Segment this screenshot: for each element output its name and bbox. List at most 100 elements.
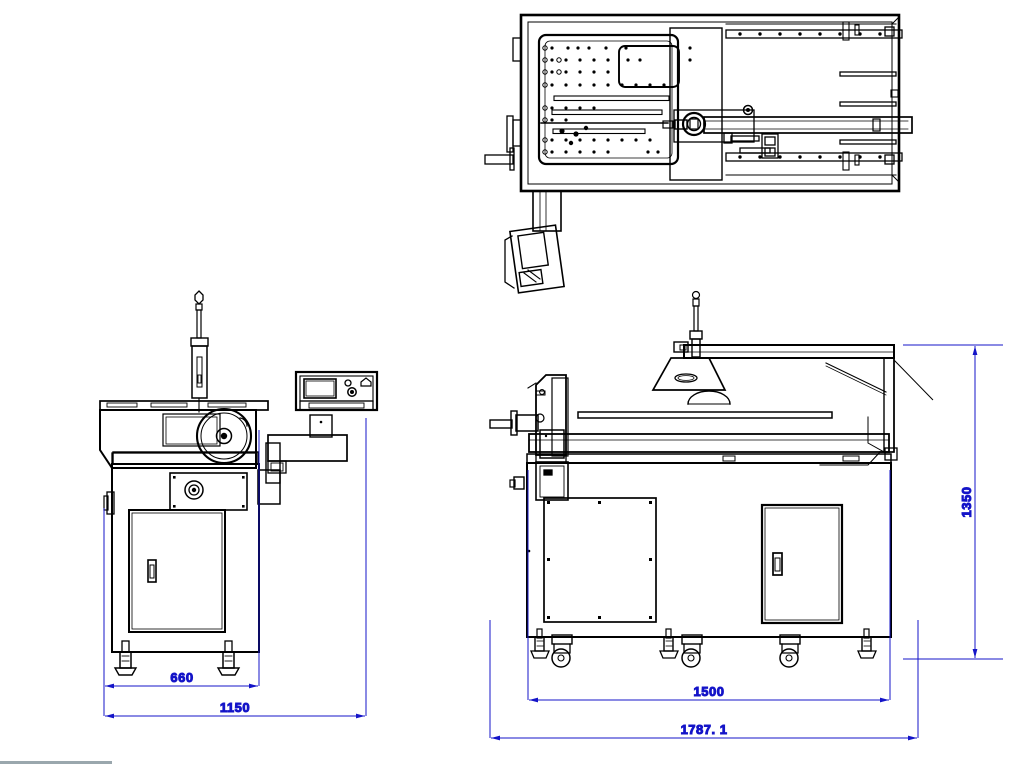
- cabinet-door-lock[interactable]: [149, 564, 155, 579]
- plan-outer-frame: [519, 13, 901, 193]
- dim-1150-text: 1150: [220, 700, 250, 715]
- spindle-outer: [681, 111, 707, 137]
- motor-flange-outer: [184, 480, 204, 500]
- pendant-screen: [517, 231, 550, 270]
- rotary-hub: [215, 427, 233, 445]
- gantry-beam-endcap: [673, 341, 689, 353]
- right-rail-bottom: [725, 152, 903, 162]
- spindle-key: [689, 118, 699, 130]
- rotary-center: [220, 432, 228, 440]
- cabinet-door-inner: [131, 512, 223, 630]
- cabinet-door[interactable]: [128, 509, 226, 633]
- right-rail-top: [725, 29, 903, 39]
- dim-1500-text: 1500: [694, 684, 725, 699]
- body-inner-brace: [867, 416, 885, 453]
- carriage-indicator: [543, 469, 553, 476]
- hmi-lower-slot: [308, 402, 365, 409]
- table-mount-bolts: [542, 45, 562, 155]
- body-diagonal-a: [825, 362, 887, 393]
- right-post-d: [854, 154, 860, 166]
- work-table-outline: [537, 33, 680, 166]
- service-access-panel[interactable]: [543, 497, 657, 623]
- rail-carrier-1: [722, 455, 736, 462]
- plan-carriage-plate: [673, 109, 755, 143]
- actuator-port-1: [764, 136, 776, 146]
- pendant-arm-line: [539, 190, 547, 232]
- tower-label: [197, 374, 202, 384]
- spindle-block: [662, 120, 674, 129]
- right-post-c: [854, 24, 860, 36]
- right-post-b: [842, 151, 850, 171]
- carriage-flange: [510, 410, 518, 436]
- electrical-cabinet-door-inner: [764, 507, 840, 621]
- front-signal-tower: [190, 290, 209, 413]
- actuator-mount: [723, 132, 733, 144]
- carriage-side-lug-inner: [509, 479, 516, 488]
- hmi-control-panel[interactable]: [294, 370, 379, 412]
- plan-left-tab-top: [512, 37, 522, 62]
- control-pendant: [504, 190, 565, 294]
- actuator-link: [739, 147, 771, 154]
- upper-housing-panel-inner: [165, 416, 218, 445]
- right-lug-b: [884, 26, 895, 37]
- cabinet-door-handle[interactable]: [147, 559, 157, 583]
- actuator-rod: [730, 135, 760, 142]
- hmi-estop-center: [350, 390, 354, 394]
- electrical-cabinet-door[interactable]: [760, 503, 844, 625]
- plan-pivot-hole: [742, 104, 754, 116]
- hmi-estop[interactable]: [347, 387, 357, 397]
- upper-table-edge: [577, 411, 833, 419]
- hmi-arm-joint-inner: [270, 462, 284, 472]
- carriage-shaft: [489, 419, 513, 429]
- hmi-selector[interactable]: [360, 377, 372, 387]
- side-view: [489, 290, 898, 668]
- table-rail-1: [553, 95, 670, 102]
- body-corner-block: [884, 447, 898, 461]
- carriage-knob-a: [539, 389, 545, 395]
- perforated-work-table: [537, 33, 692, 166]
- gantry-beam-bolt: [679, 344, 687, 351]
- leveling-foot: [113, 640, 138, 676]
- hmi-button-a[interactable]: [344, 379, 352, 387]
- pendant-handle: [504, 235, 515, 289]
- pendant-body: [509, 224, 565, 294]
- hmi-arm-base: [257, 469, 281, 505]
- right-lug-c: [884, 154, 895, 165]
- front-hmi-arm: [257, 414, 348, 505]
- plan-handwheel-disc: [509, 147, 515, 171]
- motor-shaft: [191, 487, 197, 493]
- plan-gantry-beam: [703, 116, 913, 134]
- hmi-arm-column: [265, 442, 281, 484]
- right-rail-top-bolts: [738, 32, 882, 36]
- hmi-arm-horizontal: [267, 434, 348, 462]
- carriage-block: [539, 429, 565, 459]
- plan-pivot-center: [746, 108, 750, 112]
- right-crossbar-3: [839, 139, 897, 145]
- right-crossbar-1: [839, 71, 897, 77]
- beam-end-block: [872, 118, 881, 132]
- work-table-opening: [618, 45, 680, 88]
- carriage-column: [551, 377, 569, 457]
- rail-carrier-2: [842, 455, 860, 462]
- work-table-inner-outline: [544, 40, 673, 159]
- electrical-door-handle[interactable]: [772, 552, 783, 576]
- front-leveling-feet: [113, 640, 241, 676]
- swivel-caster: [551, 634, 573, 668]
- body-lower-bevel: [819, 451, 881, 466]
- dim-1350: 1350: [903, 344, 1003, 660]
- hood-window: [674, 373, 698, 383]
- table-hole-grid: [550, 46, 692, 154]
- carriage-bearing: [515, 414, 539, 432]
- carriage-lower-box-inner: [539, 465, 565, 498]
- motor-plate-bolts: [173, 476, 245, 508]
- electrical-door-lock[interactable]: [774, 557, 781, 572]
- dim-1350-text: 1350: [959, 487, 974, 518]
- table-dome: [687, 390, 731, 405]
- hmi-screen[interactable]: [303, 378, 337, 399]
- deck-slot-1: [106, 402, 138, 408]
- hmi-arm-riser: [309, 414, 333, 438]
- pendant-arm: [532, 190, 562, 232]
- gantry-hood: [651, 357, 727, 391]
